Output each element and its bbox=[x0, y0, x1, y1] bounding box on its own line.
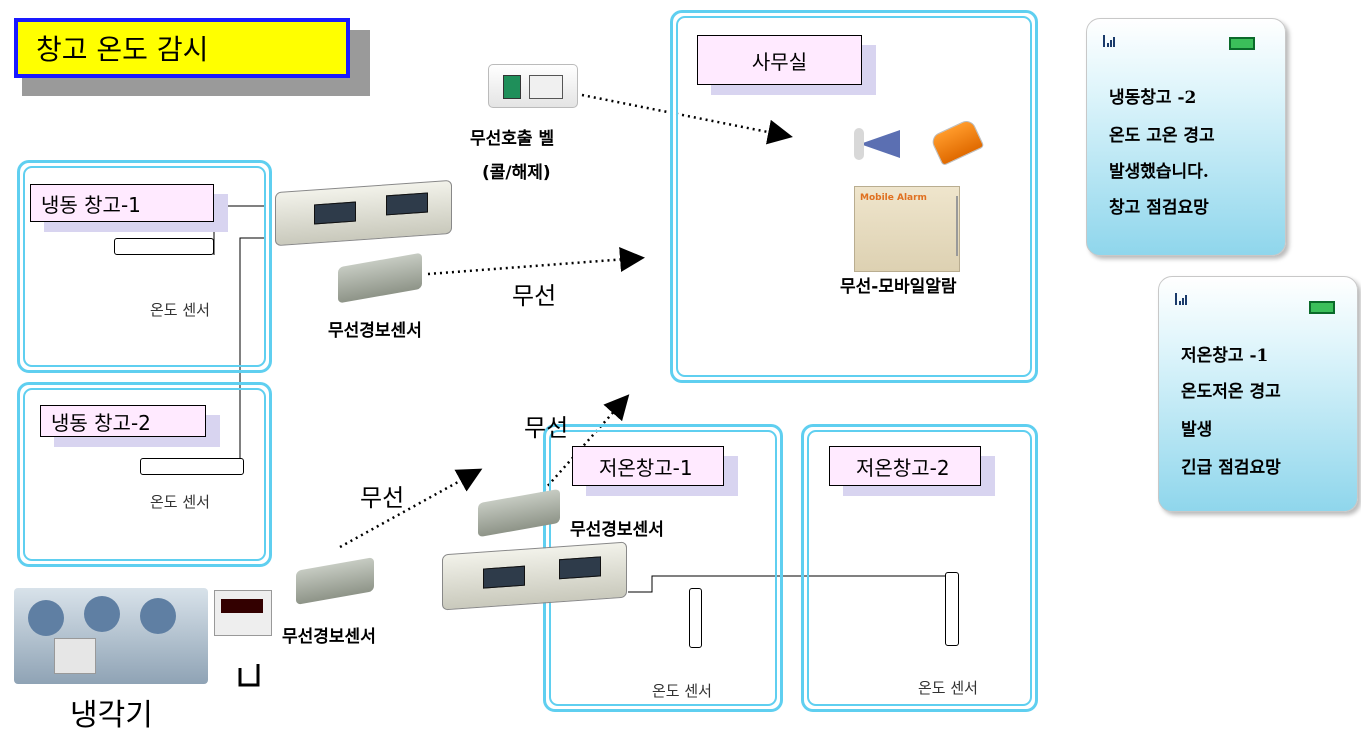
wireless-sensor-caption-bottom: 무선경보센서 bbox=[282, 627, 376, 647]
mobile-alarm-panel-text: Mobile Alarm bbox=[860, 193, 927, 203]
chiller-caption: 냉각기 bbox=[70, 698, 153, 733]
phone-2-line-2: 온도저온 경고 bbox=[1181, 382, 1281, 402]
phone-alert-2: 저온창고 -1 온도저온 경고 발생 긴급 점검요망 bbox=[1158, 276, 1358, 512]
room-label-office: 사무실 bbox=[697, 35, 862, 85]
phone-1-line-3: 발생했습니다. bbox=[1109, 162, 1209, 182]
wireless-arrow-bottom bbox=[339, 468, 483, 549]
temp-sensor-lowtemp-1 bbox=[689, 588, 702, 648]
mobile-alarm-caption: 무선-모바일알람 bbox=[840, 277, 957, 297]
sensor-label-lowtemp-1: 온도 센서 bbox=[652, 682, 712, 700]
wireless-sensor-caption-mid: 무선경보센서 bbox=[570, 520, 664, 540]
room-office bbox=[670, 10, 1038, 383]
room-label-lowtemp-2: 저온창고-2 bbox=[829, 446, 981, 486]
phone-1-line-4: 창고 점검요망 bbox=[1109, 198, 1209, 218]
room-freezer-1 bbox=[17, 160, 272, 373]
temp-sensor-freezer-1 bbox=[114, 238, 214, 255]
page-title: 창고 온도 감시 bbox=[14, 18, 350, 78]
room-lowtemp-2 bbox=[801, 424, 1038, 712]
call-bell-sublabel: (콜/해제) bbox=[482, 163, 551, 183]
wireless-label-bottom: 무선 bbox=[360, 484, 405, 512]
battery-icon bbox=[1309, 301, 1335, 314]
phone-2-line-3: 발생 bbox=[1181, 420, 1213, 440]
mobile-alarm-panel: Mobile Alarm bbox=[854, 186, 960, 272]
call-bell-label: 무선호출 벨 bbox=[470, 129, 555, 149]
phone-1-line-1: 냉동창고 -2 bbox=[1109, 88, 1197, 108]
sensor-label-freezer-1: 온도 센서 bbox=[150, 301, 210, 319]
room-label-freezer-2: 냉동 창고-2 bbox=[40, 405, 206, 437]
phone-2-line-1: 저온창고 -1 bbox=[1181, 346, 1269, 366]
phone-1-line-2: 온도 고온 경고 bbox=[1109, 126, 1215, 146]
sensor-label-lowtemp-2: 온도 센서 bbox=[918, 679, 978, 697]
wire-chiller bbox=[238, 664, 260, 687]
wireless-arrow-bell bbox=[581, 93, 793, 145]
wireless-label-top: 무선 bbox=[512, 282, 557, 310]
phone-2-line-4: 긴급 점검요망 bbox=[1181, 458, 1281, 478]
wireless-sensor-caption-top: 무선경보센서 bbox=[328, 321, 422, 341]
battery-icon bbox=[1229, 37, 1255, 50]
mobile-alarm-antenna bbox=[956, 196, 958, 256]
room-label-freezer-1: 냉동 창고-1 bbox=[30, 184, 214, 222]
chiller-unit bbox=[14, 588, 208, 684]
call-bell-device bbox=[488, 64, 578, 108]
signal-icon bbox=[1175, 293, 1191, 305]
temp-sensor-freezer-2 bbox=[140, 458, 244, 475]
room-label-lowtemp-1: 저온창고-1 bbox=[572, 446, 724, 486]
megaphone-icon bbox=[852, 124, 910, 164]
signal-icon bbox=[1103, 35, 1119, 47]
chiller-controller bbox=[214, 590, 272, 636]
room-freezer-2 bbox=[17, 382, 272, 567]
sensor-label-freezer-2: 온도 센서 bbox=[150, 493, 210, 511]
phone-alert-1: 냉동창고 -2 온도 고온 경고 발생했습니다. 창고 점검요망 bbox=[1086, 18, 1286, 256]
temp-sensor-lowtemp-2 bbox=[945, 572, 959, 646]
wireless-arrow-top bbox=[427, 247, 645, 276]
wireless-label-mid: 무선 bbox=[524, 414, 569, 442]
